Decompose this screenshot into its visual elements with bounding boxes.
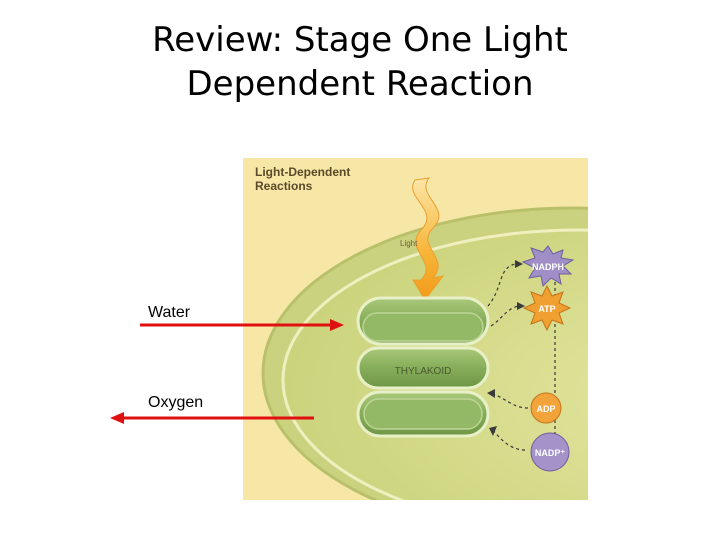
thylakoid-label: THYLAKOID <box>395 366 452 377</box>
water-arrow-head-icon <box>330 319 344 331</box>
light-label: Light <box>400 239 418 248</box>
arrow-from-nadp <box>492 429 526 451</box>
light-dependent-reaction-diagram: Light-Dependent Reactions Light THYLAKOI… <box>243 158 588 500</box>
arrow-to-atp <box>490 305 519 327</box>
atp-badge-icon <box>522 284 572 332</box>
arrow-from-adp <box>492 393 529 409</box>
diagram-heading-line-1: Light-Dependent <box>255 165 350 179</box>
adp-badge-icon <box>530 392 562 424</box>
thylakoid-disc-middle <box>356 346 490 390</box>
slide-title-line-2: Dependent Reaction <box>186 64 534 104</box>
thylakoid-stack <box>356 296 490 438</box>
light-wave-icon <box>412 177 445 301</box>
nadph-label: NADPH <box>532 262 564 272</box>
nadp-label: NADP⁺ <box>535 448 566 458</box>
oxygen-label: Oxygen <box>148 394 204 411</box>
atp-label: ATP <box>538 304 555 314</box>
diagram-canvas: Light-Dependent Reactions Light THYLAKOI… <box>243 158 588 500</box>
slide-title-line-1: Review: Stage One Light <box>152 20 568 60</box>
nadph-badge-icon <box>521 245 575 288</box>
adp-label: ADP <box>536 404 555 414</box>
oxygen-arrow-head-icon <box>110 412 124 424</box>
slide-title: Review: Stage One Light Dependent Reacti… <box>60 18 660 106</box>
nadp-badge-icon <box>530 432 570 472</box>
diagram-heading-line-2: Reactions <box>255 179 313 193</box>
water-label: Water <box>148 304 191 321</box>
